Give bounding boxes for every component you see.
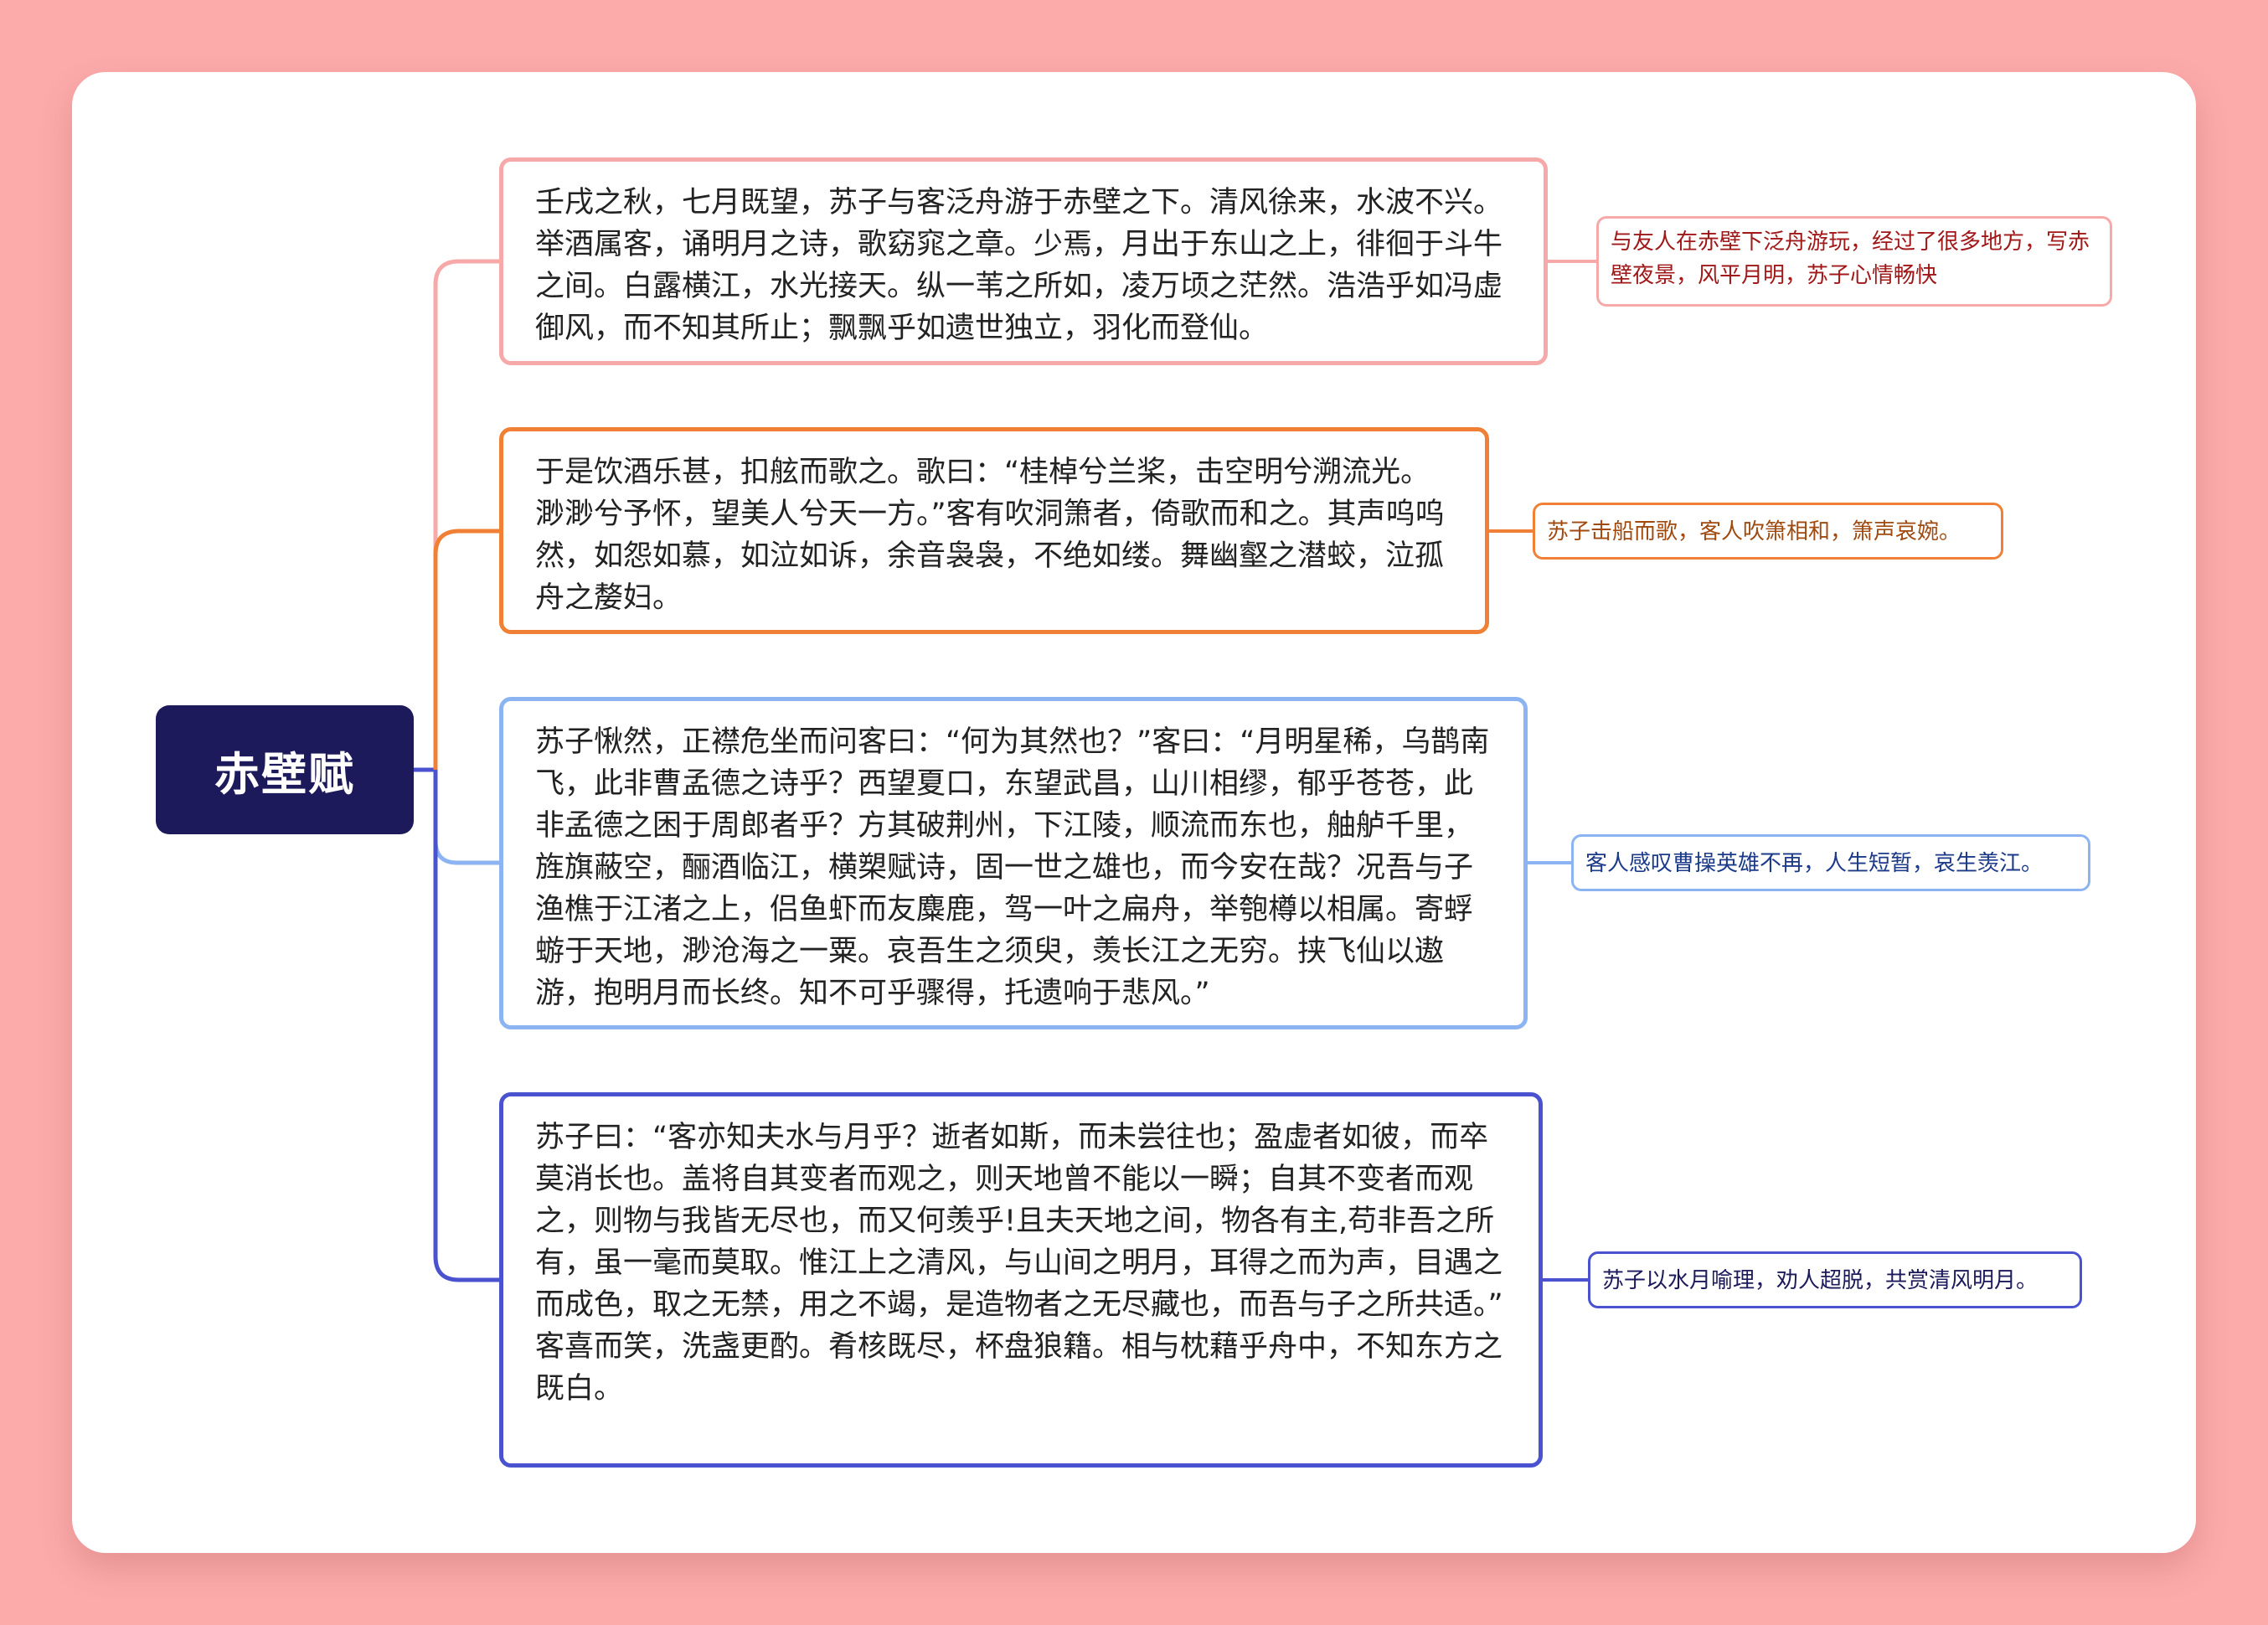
topic-node-4[interactable]: 苏子曰：“客亦知夫水与月乎？逝者如斯，而未尝往也；盈虚者如彼，而卒莫消长也。盖将… [499,1092,1543,1468]
topic-note-4[interactable]: 苏子以水月喻理，劝人超脱，共赏清风明月。 [1588,1251,2082,1308]
root-topic[interactable]: 赤壁赋 [156,705,414,834]
topic-note-1[interactable]: 与友人在赤壁下泛舟游玩，经过了很多地方，写赤壁夜景，风平月明，苏子心情畅快 [1596,216,2112,307]
topic-node-3[interactable]: 苏子愀然，正襟危坐而问客曰：“何为其然也？”客曰：“月明星稀，乌鹊南飞，此非曹孟… [499,697,1528,1029]
root-title: 赤壁赋 [214,747,355,801]
topic-note-2[interactable]: 苏子击船而歌，客人吹箫相和，箫声哀婉。 [1533,503,2003,560]
topic-node-2[interactable]: 于是饮酒乐甚，扣舷而歌之。歌曰：“桂棹兮兰桨，击空明兮溯流光。渺渺兮予怀，望美人… [499,427,1489,634]
topic-note-3[interactable]: 客人感叹曹操英雄不再，人生短暂，哀生羡江。 [1571,834,2090,891]
topic-node-1[interactable]: 壬戌之秋，七月既望，苏子与客泛舟游于赤壁之下。清风徐来，水波不兴。举酒属客，诵明… [499,157,1548,365]
